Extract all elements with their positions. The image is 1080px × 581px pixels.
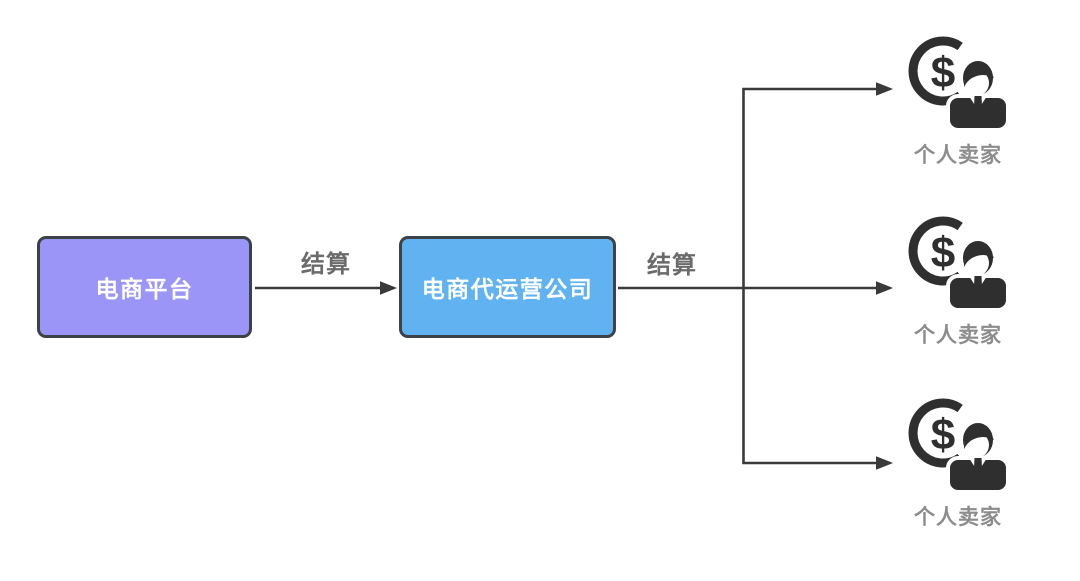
seller-label: 个人卖家	[914, 506, 1002, 529]
node-ecommerce-agency: 电商代运营公司	[399, 236, 616, 338]
seller-label: 个人卖家	[914, 144, 1002, 167]
seller-label: 个人卖家	[914, 324, 1002, 347]
node-ecommerce-agency-label: 电商代运营公司	[421, 276, 594, 302]
node-ecommerce-platform: 电商平台	[37, 236, 252, 338]
seller-item-3: $ 个人卖家	[903, 395, 1013, 531]
dollar-sign-glyph: $	[931, 229, 955, 278]
businessman-dollar-coin-icon: $	[908, 36, 1008, 132]
edge-label-settlement-2: 结算	[647, 252, 697, 279]
node-ecommerce-platform-label: 电商平台	[95, 276, 194, 302]
dollar-sign-glyph: $	[931, 49, 955, 98]
businessman-dollar-coin-icon: $	[908, 398, 1008, 494]
seller-item-1: $ 个人卖家	[903, 33, 1013, 169]
seller-item-2: $ 个人卖家	[903, 213, 1013, 349]
edge-label-settlement-1: 结算	[301, 251, 351, 278]
dollar-sign-glyph: $	[931, 411, 955, 460]
businessman-dollar-coin-icon: $	[908, 216, 1008, 312]
